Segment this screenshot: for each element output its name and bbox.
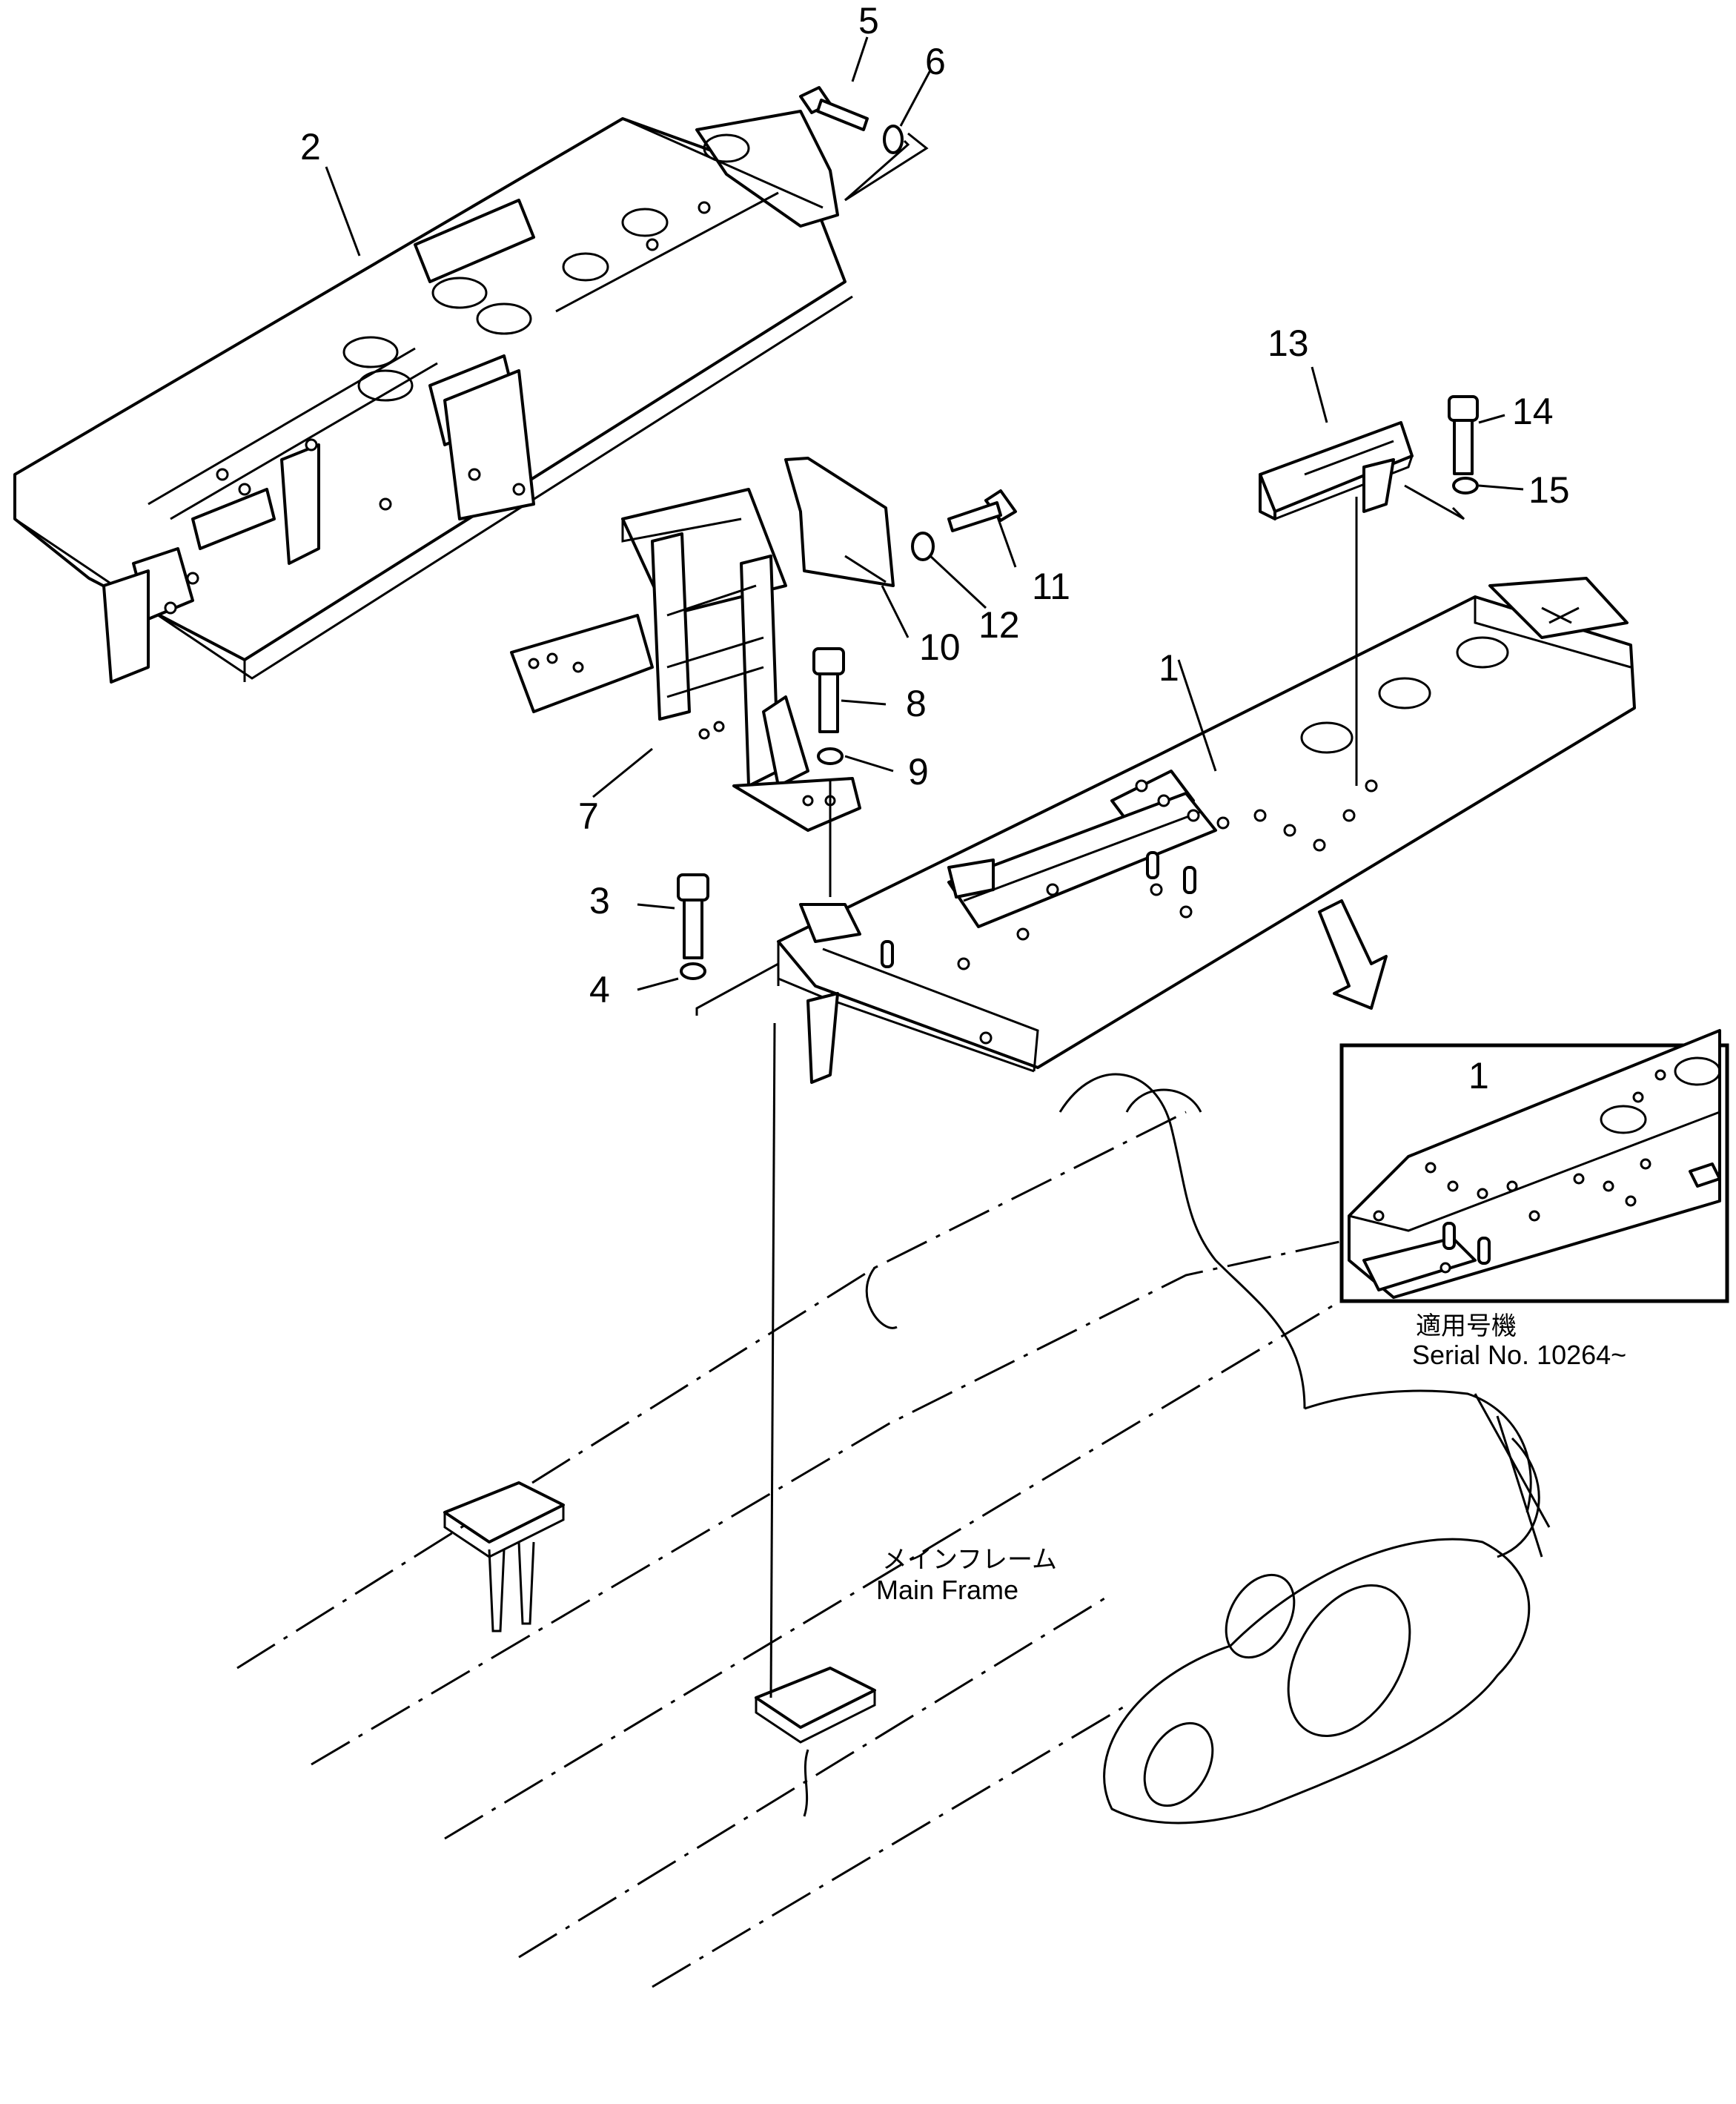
- inset-detail: [1339, 1029, 1729, 1303]
- inset-caption-japanese: 適用号機: [1416, 1311, 1517, 1341]
- part-10-plate-drawing: [784, 457, 895, 587]
- callout-13: 13: [1268, 322, 1309, 364]
- leader-lines: [325, 36, 1524, 1698]
- bolt-8-drawing: [812, 647, 845, 733]
- washer-4-drawing: [680, 962, 706, 980]
- part-13-cover-drawing: [1259, 421, 1414, 520]
- part-1-frame-drawing: [777, 577, 1636, 1084]
- callout-11: 11: [1032, 566, 1070, 607]
- part-7-bracket-drawing: [510, 488, 861, 832]
- callout-5: 5: [858, 0, 879, 42]
- washer-6-drawing: [883, 125, 904, 154]
- callout-14: 14: [1512, 391, 1554, 432]
- callout-6: 6: [925, 41, 946, 82]
- callout-1: 1: [1159, 647, 1179, 689]
- callout-9: 9: [908, 751, 929, 793]
- callout-10: 10: [919, 626, 961, 668]
- inset-caption-serial: Serial No. 10264~: [1412, 1340, 1626, 1370]
- bolt-11-drawing: [947, 489, 1017, 532]
- callout-3: 3: [589, 880, 610, 922]
- callout-15: 15: [1528, 469, 1570, 511]
- callout-7: 7: [578, 795, 599, 837]
- main-frame-label-japanese: メインフレーム: [882, 1545, 1057, 1575]
- part-2-frame-drawing: [13, 110, 853, 684]
- callout-4: 4: [589, 969, 610, 1010]
- main-frame-drawing: [236, 1073, 1551, 1988]
- callout-1-inset: 1: [1468, 1055, 1489, 1096]
- washer-15-drawing: [1452, 477, 1479, 494]
- bolt-3-drawing: [677, 873, 709, 959]
- bolt-5-drawing: [799, 86, 869, 131]
- callout-12: 12: [978, 604, 1020, 646]
- callout-8: 8: [906, 683, 927, 724]
- callout-2: 2: [300, 126, 321, 168]
- washer-12-drawing: [911, 532, 935, 561]
- washer-9-drawing: [817, 747, 844, 765]
- bolt-14-drawing: [1448, 395, 1479, 475]
- main-frame-label: Main Frame: [876, 1575, 1018, 1605]
